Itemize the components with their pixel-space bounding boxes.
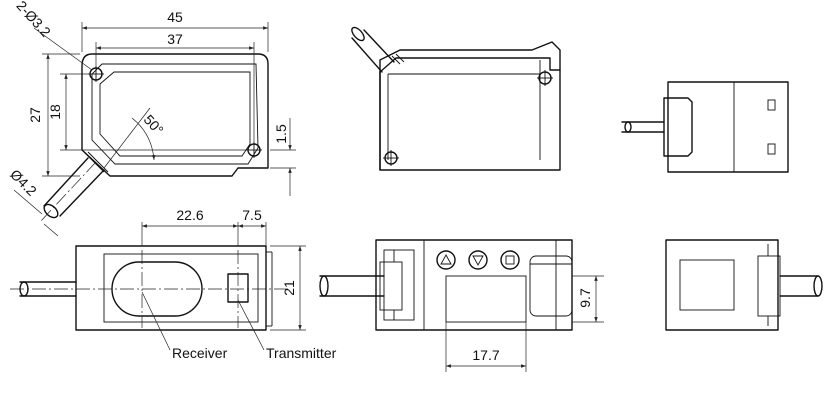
dim-transmitter-pos: 7.5 [242,207,262,223]
bottom-view: 22.6 7.5 21 Receiver Transmitter [10,207,337,361]
square-icon[interactable] [500,250,520,270]
end-view [665,239,823,331]
dim-depth: 21 [281,280,297,296]
dim-height-overall: 27 [27,107,43,123]
iso-view [351,26,561,171]
up-triangle-icon[interactable] [436,250,456,270]
dim-cable: Ø4.2 [7,166,40,199]
label-receiver: Receiver [172,345,228,361]
dim-width-overall: 45 [167,9,183,25]
dim-offset: 1.5 [273,124,289,144]
dim-width-inner: 37 [167,31,183,47]
down-triangle-icon[interactable] [446,0,488,270]
front-view: 45 37 27 18 2-Ø3.2 50° 1.5 Ø4.2 [7,0,296,237]
dim-display-width: 17.7 [472,347,499,363]
side-view [621,81,789,173]
dim-height-inner: 18 [47,104,63,120]
label-transmitter: Transmitter [266,345,337,361]
dim-display-height: 9.7 [577,288,593,308]
dim-receiver-pos: 22.6 [176,207,203,223]
panel-view: 9.7 17.7 [319,0,604,372]
dim-hole: 2-Ø3.2 [13,0,54,40]
